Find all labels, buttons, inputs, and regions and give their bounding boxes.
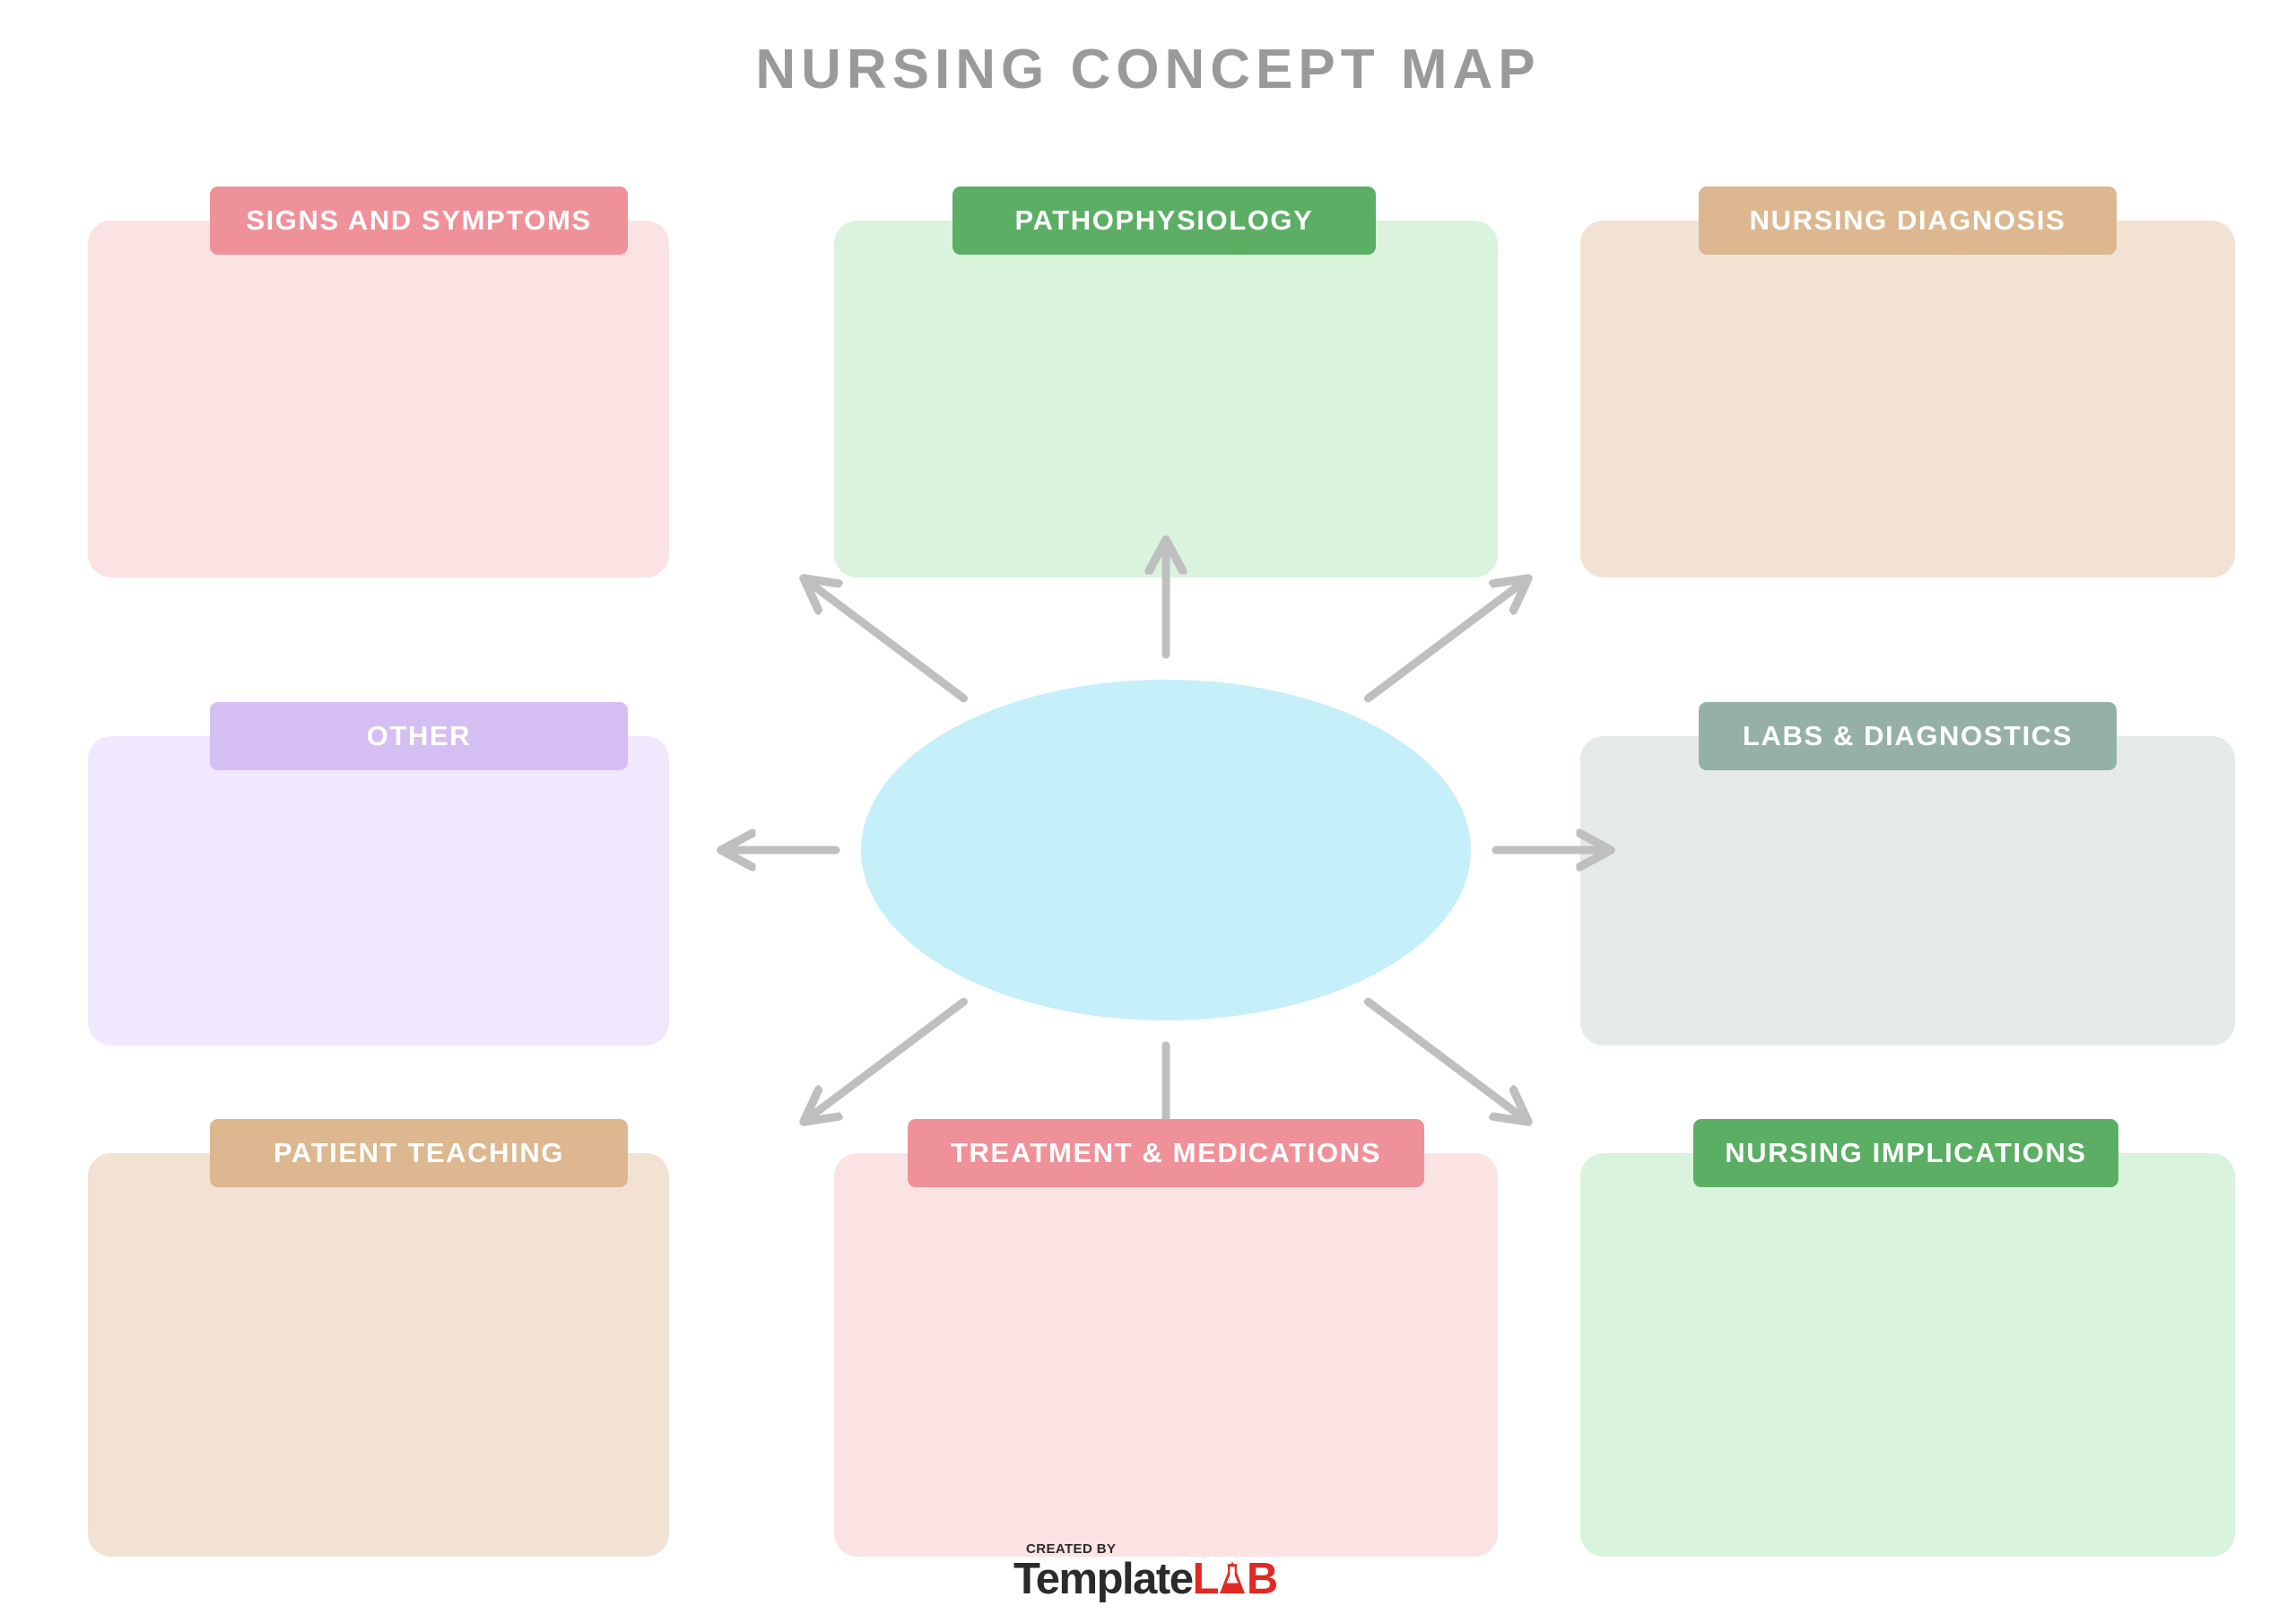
card-body-patient-teaching[interactable] — [88, 1153, 669, 1557]
card-label-labs-and-diagnostics: LABS & DIAGNOSTICS — [1742, 720, 2074, 751]
flask-icon — [1217, 1559, 1248, 1595]
card-body-nursing-implications[interactable] — [1580, 1153, 2235, 1557]
card-header-nursing-diagnosis[interactable]: NURSING DIAGNOSIS — [1699, 187, 2117, 255]
central-topic-ellipse[interactable] — [861, 680, 1471, 1020]
card-header-patient-teaching[interactable]: PATIENT TEACHING — [210, 1119, 628, 1187]
brand-letter-l: L — [1192, 1555, 1219, 1603]
card-header-pathophysiology[interactable]: PATHOPHYSIOLOGY — [952, 187, 1376, 255]
card-header-treatment-and-medications[interactable]: TREATMENT & MEDICATIONS — [908, 1119, 1424, 1187]
card-treatment-and-medications[interactable]: TREATMENT & MEDICATIONS — [834, 1119, 1498, 1557]
templatelab-logo: CREATED BY Template L B — [1013, 1542, 1283, 1601]
card-patient-teaching[interactable]: PATIENT TEACHING — [88, 1119, 669, 1557]
card-header-nursing-implications[interactable]: NURSING IMPLICATIONS — [1693, 1119, 2118, 1187]
card-body-treatment-and-medications[interactable] — [834, 1153, 1498, 1557]
arrow-up-right — [1364, 583, 1523, 703]
brand-letter-b: B — [1246, 1555, 1278, 1603]
arrow-up-left — [810, 583, 968, 703]
card-body-labs-and-diagnostics[interactable] — [1580, 736, 2235, 1046]
card-body-signs-and-symptoms[interactable] — [88, 221, 669, 577]
card-labs-and-diagnostics[interactable]: LABS & DIAGNOSTICS — [1580, 702, 2235, 1046]
card-label-patient-teaching: PATIENT TEACHING — [273, 1137, 565, 1168]
card-body-nursing-diagnosis[interactable] — [1580, 221, 2235, 577]
card-header-labs-and-diagnostics[interactable]: LABS & DIAGNOSTICS — [1699, 702, 2117, 770]
created-by-label: CREATED BY — [1026, 1541, 1117, 1557]
card-body-pathophysiology[interactable] — [834, 221, 1498, 577]
card-label-treatment-and-medications: TREATMENT & MEDICATIONS — [951, 1137, 1381, 1168]
card-signs-and-symptoms[interactable]: SIGNS AND SYMPTOMS — [88, 187, 669, 577]
card-label-pathophysiology: PATHOPHYSIOLOGY — [1014, 204, 1314, 236]
card-body-other[interactable] — [88, 736, 669, 1046]
card-nursing-diagnosis[interactable]: NURSING DIAGNOSIS — [1580, 187, 2235, 577]
card-label-signs-and-symptoms: SIGNS AND SYMPTOMS — [246, 204, 592, 236]
brand-template-text: Template — [1013, 1555, 1194, 1603]
card-header-signs-and-symptoms[interactable]: SIGNS AND SYMPTOMS — [210, 187, 628, 255]
card-pathophysiology[interactable]: PATHOPHYSIOLOGY — [834, 187, 1498, 577]
brand-wordmark: Template L B — [1013, 1558, 1283, 1601]
arrow-down-right — [1364, 997, 1523, 1117]
arrow-down-left — [810, 997, 968, 1117]
page-title: NURSING CONCEPT MAP — [755, 39, 1541, 100]
card-label-nursing-diagnosis: NURSING DIAGNOSIS — [1749, 204, 2066, 236]
card-label-other: OTHER — [366, 720, 472, 751]
card-other[interactable]: OTHER — [88, 702, 669, 1046]
card-label-nursing-implications: NURSING IMPLICATIONS — [1725, 1137, 2087, 1168]
card-nursing-implications[interactable]: NURSING IMPLICATIONS — [1580, 1119, 2235, 1557]
card-header-other[interactable]: OTHER — [210, 702, 628, 770]
